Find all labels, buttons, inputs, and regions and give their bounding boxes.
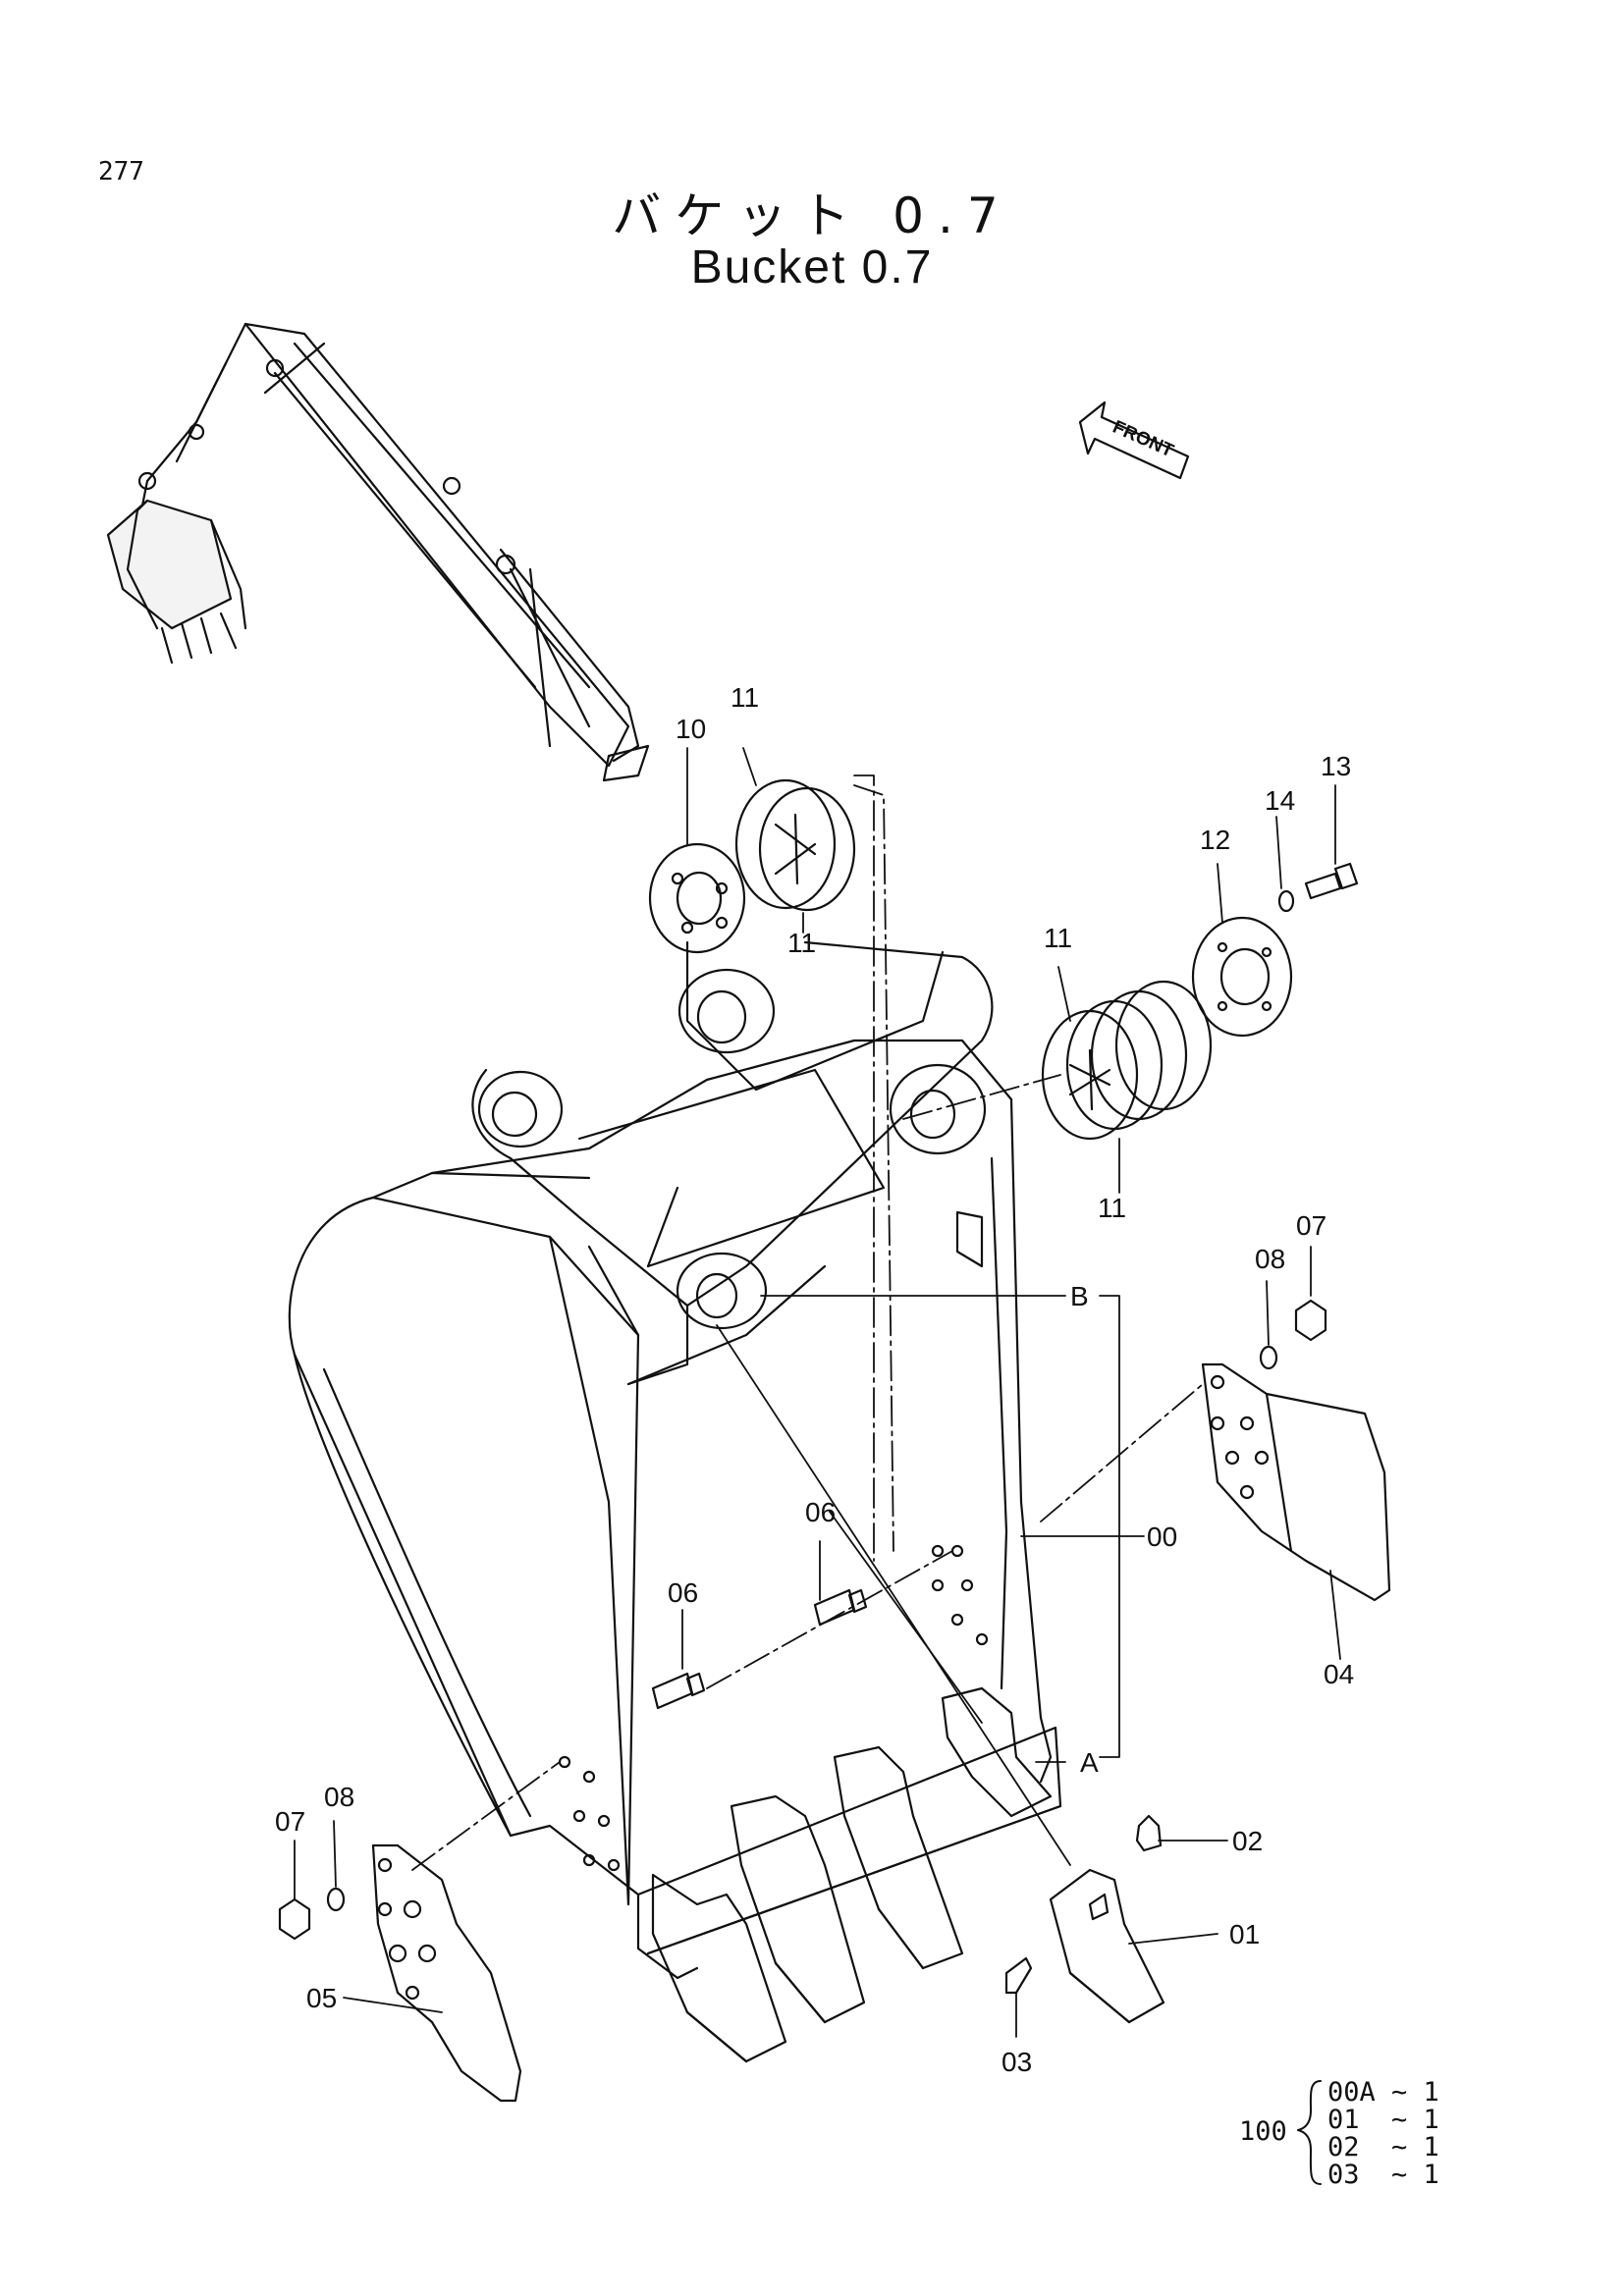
part-14-washer [1277,889,1295,913]
part-01-tooth [1049,1868,1165,2024]
set-note-item: 03 ~ 1 [1327,2160,1439,2190]
callout-10: 10 [676,714,706,744]
part-02-pin [1135,1814,1163,1852]
callout-01: 01 [1229,1919,1260,1949]
callout-labels: 00 01 02 03 04 05 06 06 07 07 08 08 10 1… [275,682,1354,2077]
callout-06-right: 06 [805,1497,836,1527]
set-note-brace [1297,2080,1322,2185]
part-10-plate [648,842,746,954]
part-03-lock [1004,1956,1033,1995]
callout-03: 03 [1001,2047,1032,2077]
callout-08-left: 08 [324,1782,354,1812]
callout-14: 14 [1265,785,1295,816]
callout-11-b: 11 [787,928,816,958]
callout-08-right: 08 [1255,1244,1285,1274]
part-13-bolt [1304,862,1359,900]
part-08-washer [326,1345,1278,1912]
bucket-body [288,940,1062,1980]
callout-02: 02 [1232,1826,1263,1856]
callout-07-left: 07 [275,1806,305,1837]
ref-a: A [1080,1747,1099,1778]
callout-11-d: 11 [1098,1193,1126,1223]
part-12-plate [1191,916,1293,1038]
part-04-side-cutter [1201,1362,1391,1602]
page-number: 277 [98,157,144,187]
part-06-bolt [651,1588,868,1710]
bucket-teeth [651,1686,1053,2063]
callout-07-right: 07 [1296,1210,1326,1241]
ref-b: B [1070,1281,1089,1311]
leader-lines [294,747,1341,2038]
title-english: Bucket 0.7 [690,241,934,294]
title-japanese: バケット 0.7 [612,187,1012,244]
part-11-shims-upper [734,778,856,912]
callout-00: 00 [1147,1522,1177,1552]
excavator-arm-inset [106,322,650,782]
front-arrow-icon: FRONT [1078,400,1190,480]
part-05-side-cutter [371,1843,522,2103]
callout-12: 12 [1200,825,1230,855]
callout-11-c: 11 [1044,923,1072,953]
part-07-nut [278,1299,1327,1941]
callout-05: 05 [306,1983,337,2013]
set-note-item: 02 ~ 1 [1327,2132,1439,2163]
set-note-item: 00A ~ 1 [1327,2077,1439,2108]
callout-06-left: 06 [668,1577,698,1608]
callout-11-a: 11 [731,682,759,713]
part-11-shims-lower [1041,980,1213,1141]
callout-04: 04 [1324,1659,1354,1689]
set-note-item: 01 ~ 1 [1327,2105,1439,2135]
set-note-qty: 100 [1239,2116,1287,2147]
callout-13: 13 [1321,751,1351,781]
